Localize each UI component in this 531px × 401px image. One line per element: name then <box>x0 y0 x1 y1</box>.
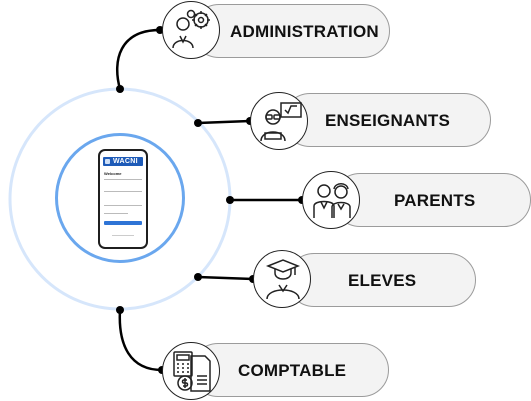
connector-enseignants <box>197 119 251 125</box>
center-app-circle: WACNI Welcome <box>55 133 185 263</box>
role-pill-comptable: COMPTABLE <box>191 343 389 397</box>
screen-field-line <box>104 191 142 192</box>
accounting-calculator-icon <box>162 342 220 400</box>
phone-mockup: WACNI Welcome <box>98 149 148 249</box>
graduate-student-icon <box>253 250 311 308</box>
role-label: ADMINISTRATION <box>230 22 379 41</box>
role-label: PARENTS <box>394 191 476 210</box>
role-pill-enseignants: ENSEIGNANTS <box>283 93 491 147</box>
screen-login-button <box>104 221 142 225</box>
role-label: COMPTABLE <box>238 361 347 380</box>
screen-line <box>104 179 142 180</box>
parents-couple-icon <box>302 171 360 229</box>
welcome-text: Welcome <box>104 171 122 176</box>
connector-comptable <box>118 309 163 372</box>
admin-gears-icon <box>162 1 220 59</box>
phone-screen: WACNI Welcome <box>100 151 146 247</box>
connector-administration <box>116 28 161 90</box>
role-pill-eleves: ELEVES <box>287 253 476 307</box>
role-label: ELEVES <box>348 271 417 290</box>
app-brand-bar: WACNI <box>103 157 143 166</box>
role-pill-parents: PARENTS <box>333 173 531 227</box>
app-name: WACNI <box>113 158 138 165</box>
screen-field-line <box>104 205 142 206</box>
connector-eleves <box>197 275 254 281</box>
role-label: ENSEIGNANTS <box>325 111 450 130</box>
teacher-board-icon <box>250 92 308 150</box>
app-logo-icon <box>105 159 110 164</box>
role-pill-administration: ADMINISTRATION <box>192 4 390 58</box>
screen-footer-line <box>112 235 134 236</box>
screen-line <box>104 213 128 214</box>
